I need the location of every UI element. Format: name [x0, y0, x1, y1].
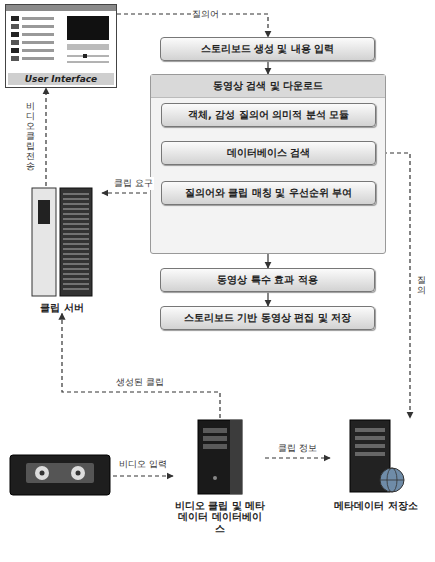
- server-icon: 클립 서버: [22, 186, 102, 313]
- list-item: [11, 48, 19, 53]
- videotape-icon: [10, 455, 110, 495]
- node-label: 비디오 클립 및 메타데이터 데이터베이스: [175, 500, 265, 534]
- flow-arrow: [267, 292, 268, 306]
- process-box: 스토리보드 생성 및 내용 입력: [160, 37, 375, 61]
- list-item: [11, 56, 19, 61]
- edge-label: 생성된 클립: [115, 376, 165, 389]
- drive-bay: [355, 452, 385, 456]
- flow-arrow: [267, 254, 268, 268]
- rack-line: [63, 223, 89, 225]
- storage-icon: 메타데이터 저장소: [330, 418, 422, 511]
- rack-line: [63, 243, 89, 245]
- rack-line: [63, 288, 89, 290]
- arrow-label: 비디오 입력: [118, 458, 168, 471]
- edge-label: 클립 정보: [277, 442, 318, 455]
- process-box: 질의어와 클립 매칭 및 우선순위 부여: [161, 181, 376, 205]
- database-picture: [190, 418, 250, 496]
- node-label: 메타데이터 저장소: [334, 500, 417, 511]
- globe: [380, 468, 404, 492]
- group-heading: 동영상 검색 및 다운로드: [151, 75, 385, 98]
- dashed-arrow: [265, 457, 330, 458]
- node-label: User Interface: [8, 73, 114, 85]
- server-picture: [30, 186, 94, 298]
- box-label: 동영상 특수 효과 적용: [217, 273, 317, 287]
- window-frame: [6, 5, 117, 88]
- video-preview: [67, 16, 109, 40]
- drive-bay: [355, 436, 385, 440]
- slider: [67, 62, 109, 63]
- server-slot: [38, 200, 50, 224]
- box-label: 질의어와 클립 매칭 및 우선순위 부여: [185, 186, 352, 200]
- rack-line: [63, 208, 89, 210]
- rack-line: [63, 283, 89, 285]
- power-led: [213, 476, 217, 480]
- drive-bay: [355, 444, 385, 448]
- reel-hub: [76, 471, 81, 476]
- process-box: 동영상 특수 효과 적용: [160, 268, 375, 292]
- server-panel: [32, 188, 56, 296]
- rack-line: [63, 218, 89, 220]
- list-text: [22, 25, 54, 28]
- storage-picture: [344, 418, 408, 496]
- process-box: 객체, 감성 질의어 의미적 분석 모듈: [161, 103, 376, 127]
- rack-line: [63, 258, 89, 260]
- box-label: 스토리보드 기반 동영상 편집 및 저장: [184, 311, 351, 325]
- group-box: 객체, 감성 질의어 의미적 분석 모듈데이터베이스 검색질의어와 클립 매칭 …: [150, 74, 386, 254]
- rack-line: [63, 278, 89, 280]
- server-rack: [60, 188, 92, 296]
- rack-line: [63, 263, 89, 265]
- box-label: 스토리보드 생성 및 내용 입력: [201, 42, 335, 56]
- list-item: [11, 16, 19, 21]
- rack-line: [63, 273, 89, 275]
- drive-bay: [203, 436, 227, 441]
- list-text: [22, 33, 54, 36]
- rack-line: [63, 213, 89, 215]
- database-icon: 비디오 클립 및 메타데이터 데이터베이스: [175, 418, 265, 534]
- tape-reel: [71, 466, 85, 480]
- slider: [67, 56, 109, 57]
- list-item: [11, 40, 19, 45]
- globe-equator: [380, 480, 404, 481]
- list-item: [11, 32, 19, 37]
- rack-line: [63, 233, 89, 235]
- rack-line: [63, 248, 89, 250]
- drive-bay: [203, 428, 227, 433]
- edge-label: 질의어: [191, 8, 220, 21]
- rack-line: [63, 253, 89, 255]
- edge-label: 비디오 클립 전송: [26, 100, 35, 173]
- rack-line: [63, 268, 89, 270]
- list-text: [22, 17, 54, 20]
- box-label: 객체, 감성 질의어 의미적 분석 모듈: [188, 108, 349, 122]
- rack-line: [63, 203, 89, 205]
- list-text: [22, 57, 54, 60]
- reel-hub: [40, 471, 45, 476]
- rack-line: [63, 198, 89, 200]
- tower-body: [198, 420, 242, 494]
- rack-line: [63, 238, 89, 240]
- edge-label: 질의: [417, 274, 426, 298]
- slider-knob: [83, 54, 87, 58]
- flow-arrow: [267, 61, 268, 74]
- tower-side: [230, 420, 242, 494]
- video-input-arrow: [113, 475, 173, 476]
- node-label: 클립 서버: [40, 302, 83, 313]
- edge-label: 클립 요구: [113, 177, 154, 190]
- drive-bay: [203, 444, 227, 449]
- ui-window: User Interface: [5, 4, 117, 88]
- control-panel: [67, 44, 109, 50]
- list-item: [11, 24, 19, 29]
- tape-body: [10, 455, 110, 495]
- process-box: 스토리보드 기반 동영상 편집 및 저장: [160, 306, 375, 330]
- drive-bay: [355, 428, 385, 432]
- rack-line: [63, 193, 89, 195]
- dashed-arrow: [45, 88, 46, 186]
- box-label: 데이터베이스 검색: [227, 146, 310, 160]
- process-box: 데이터베이스 검색: [161, 141, 376, 165]
- title-bar: [6, 5, 116, 11]
- list-text: [22, 49, 54, 52]
- tape-reel: [35, 466, 49, 480]
- tape-window: [26, 463, 94, 483]
- list-text: [22, 41, 54, 44]
- rack-line: [63, 228, 89, 230]
